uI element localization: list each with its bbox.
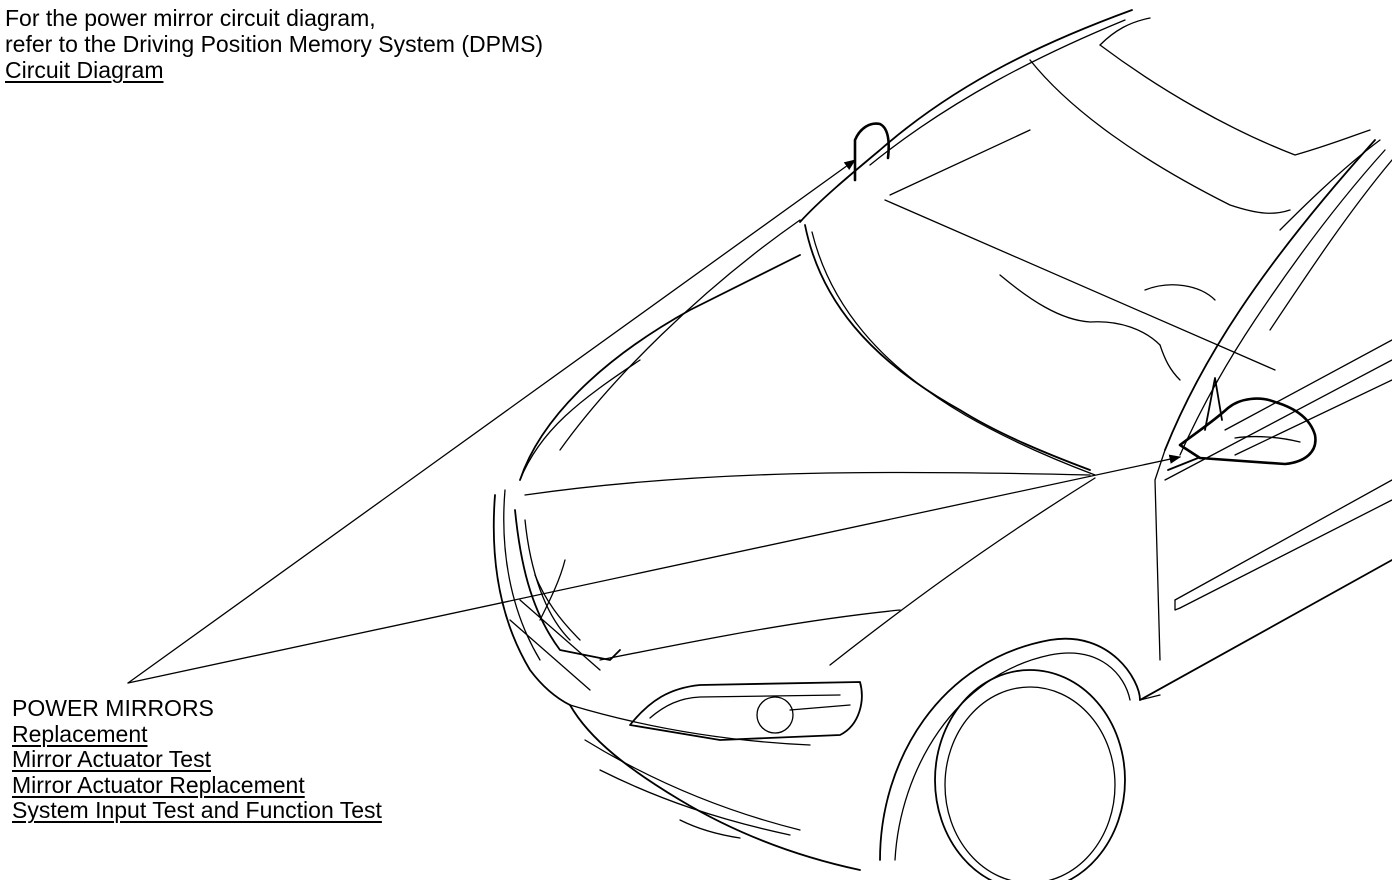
circuit-diagram-note: For the power mirror circuit diagram, re…	[5, 5, 543, 83]
note-line-2: refer to the Driving Position Memory Sys…	[5, 31, 544, 57]
callout-title: POWER MIRRORS	[12, 695, 214, 721]
front-grille	[492, 489, 621, 706]
left-side-mirror	[853, 122, 891, 182]
windshield	[804, 129, 1276, 476]
side-body	[1139, 359, 1392, 701]
roof-outline	[799, 9, 1381, 231]
front-bumper	[569, 704, 861, 871]
power-mirrors-callout: POWER MIRRORS Replacement Mirror Actuato…	[12, 695, 382, 824]
system-input-test-link[interactable]: System Input Test and Function Test	[12, 797, 382, 823]
replacement-link[interactable]: Replacement	[12, 720, 148, 747]
front-wheel	[879, 637, 1161, 880]
note-line-1: For the power mirror circuit diagram,	[5, 5, 376, 31]
leader-lines	[127, 159, 1182, 684]
mirror-actuator-replacement-link[interactable]: Mirror Actuator Replacement	[12, 771, 305, 798]
hood	[519, 219, 1096, 666]
circuit-diagram-link[interactable]: Circuit Diagram	[5, 57, 164, 83]
right-side-mirror	[1167, 377, 1317, 471]
headlight	[629, 681, 863, 741]
a-pillar	[1154, 139, 1392, 661]
mirror-actuator-test-link[interactable]: Mirror Actuator Test	[12, 746, 211, 772]
